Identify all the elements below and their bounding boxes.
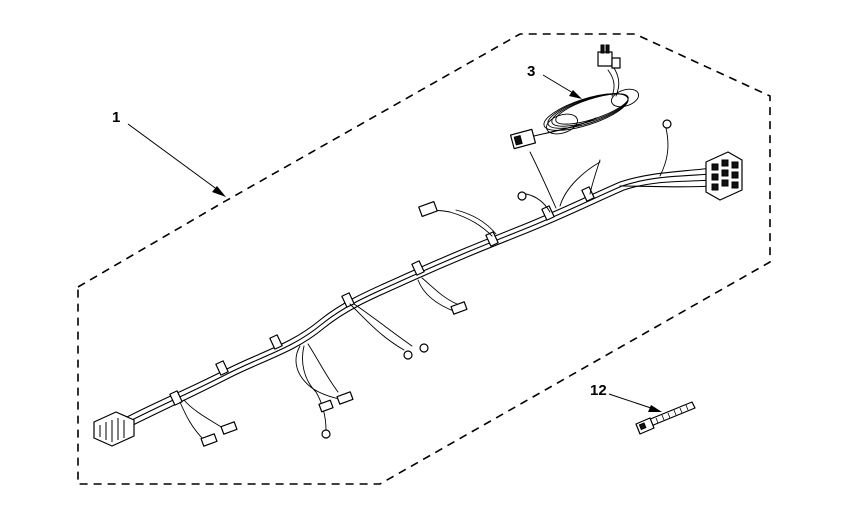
harness-left-connector [93, 411, 135, 447]
assembly-boundary [77, 33, 771, 485]
branch-leads [179, 119, 672, 447]
coiled-lead [509, 44, 639, 150]
cable-tie [635, 401, 696, 435]
leader-line-1 [127, 123, 226, 197]
harness-clips [169, 186, 595, 406]
callout-label-3: 3 [527, 63, 536, 80]
harness-right-connector [705, 151, 743, 201]
callout-label-12: 12 [590, 382, 607, 399]
leader-line-3 [542, 74, 582, 99]
callout-label-1: 1 [112, 109, 121, 126]
leader-line-12 [608, 393, 662, 412]
